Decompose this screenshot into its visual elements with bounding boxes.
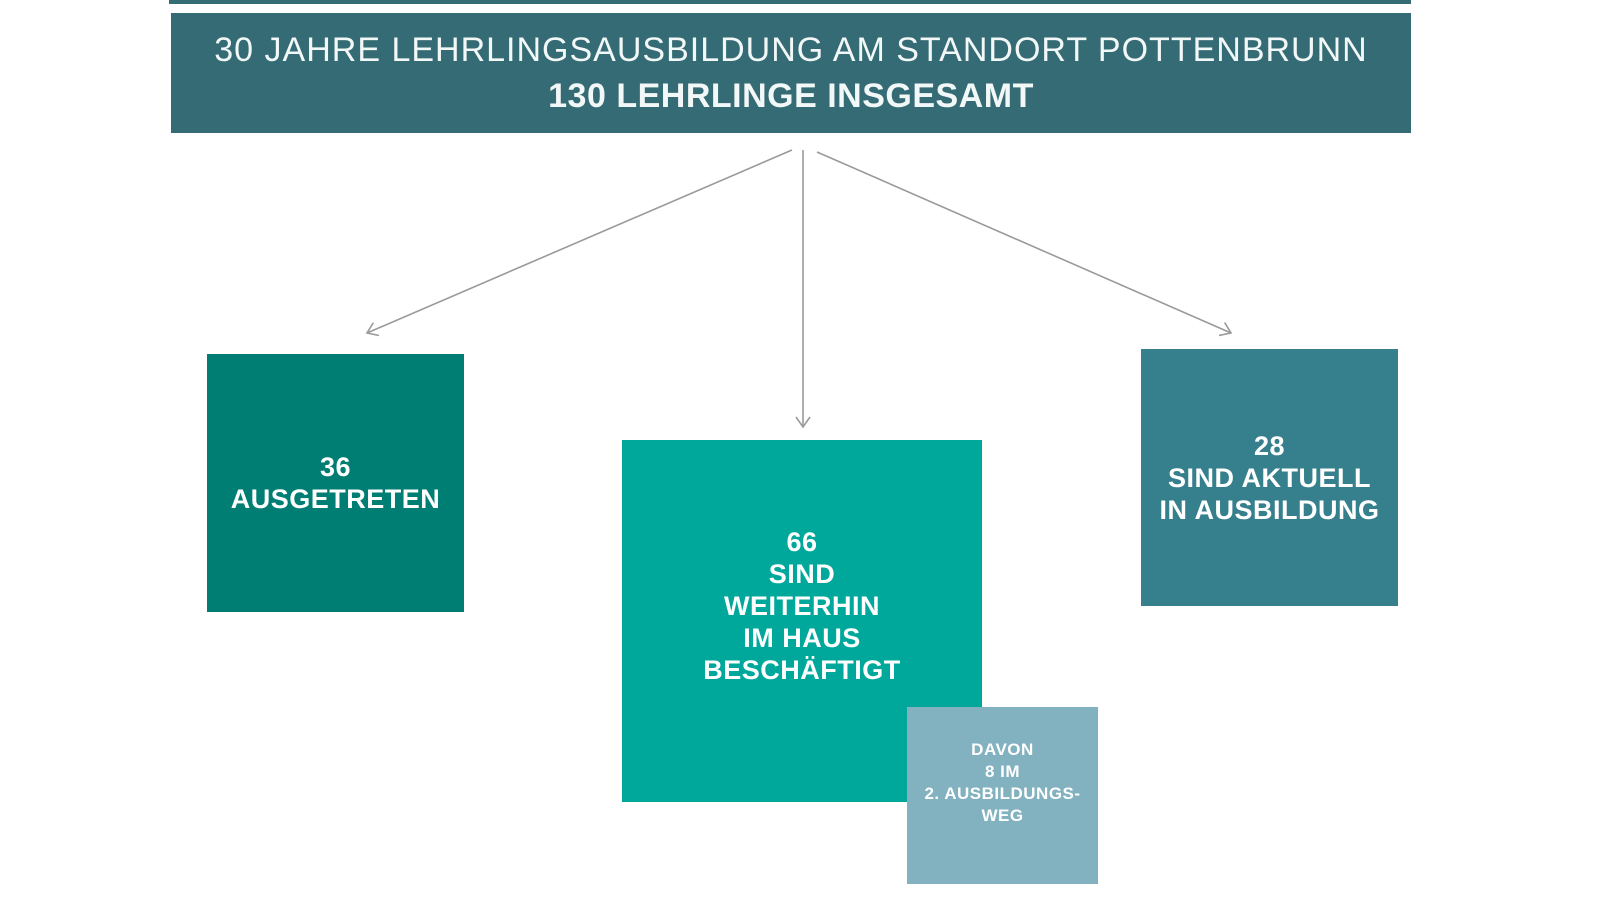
top-cropped-sliver [169, 0, 1411, 4]
node-label: DAVON [971, 739, 1034, 759]
node-label: 2. AUSBILDUNGS- [924, 783, 1081, 803]
header-banner: 30 JAHRE LEHRLINGSAUSBILDUNG AM STANDORT… [171, 13, 1411, 133]
node-weiterhin-beschaeftigt: 66 SIND WEITERHIN IM HAUS BESCHÄFTIGT [622, 440, 982, 802]
arrow-right [816, 151, 1233, 337]
node-label: SIND [768, 559, 836, 589]
node-value: 66 [786, 527, 818, 557]
node-label: WEG [981, 805, 1024, 825]
arrow-left [365, 149, 793, 337]
node-value: 8 IM [984, 761, 1021, 781]
header-title: 30 JAHRE LEHRLINGSAUSBILDUNG AM STANDORT… [214, 31, 1368, 69]
node-ausgetreten: 36 AUSGETRETEN [207, 354, 464, 612]
node-label: IM HAUS [743, 623, 861, 653]
node-label: AUSGETRETEN [230, 484, 441, 514]
node-value: 36 [319, 452, 352, 482]
node-label: WEITERHIN [724, 591, 880, 621]
node-label: BESCHÄFTIGT [703, 655, 901, 685]
header-total-label: 130 LEHRLINGE INSGESAMT [548, 77, 1034, 115]
node-aktuell-in-ausbildung: 28 SIND AKTUELL IN AUSBILDUNG [1141, 349, 1398, 606]
node-label: SIND AKTUELL [1168, 462, 1371, 493]
node-value: 28 [1253, 430, 1286, 461]
node-label: IN AUSBILDUNG [1159, 494, 1380, 525]
node-davon-zweiter-ausbildungsweg: DAVON 8 IM 2. AUSBILDUNGS- WEG [907, 707, 1098, 884]
